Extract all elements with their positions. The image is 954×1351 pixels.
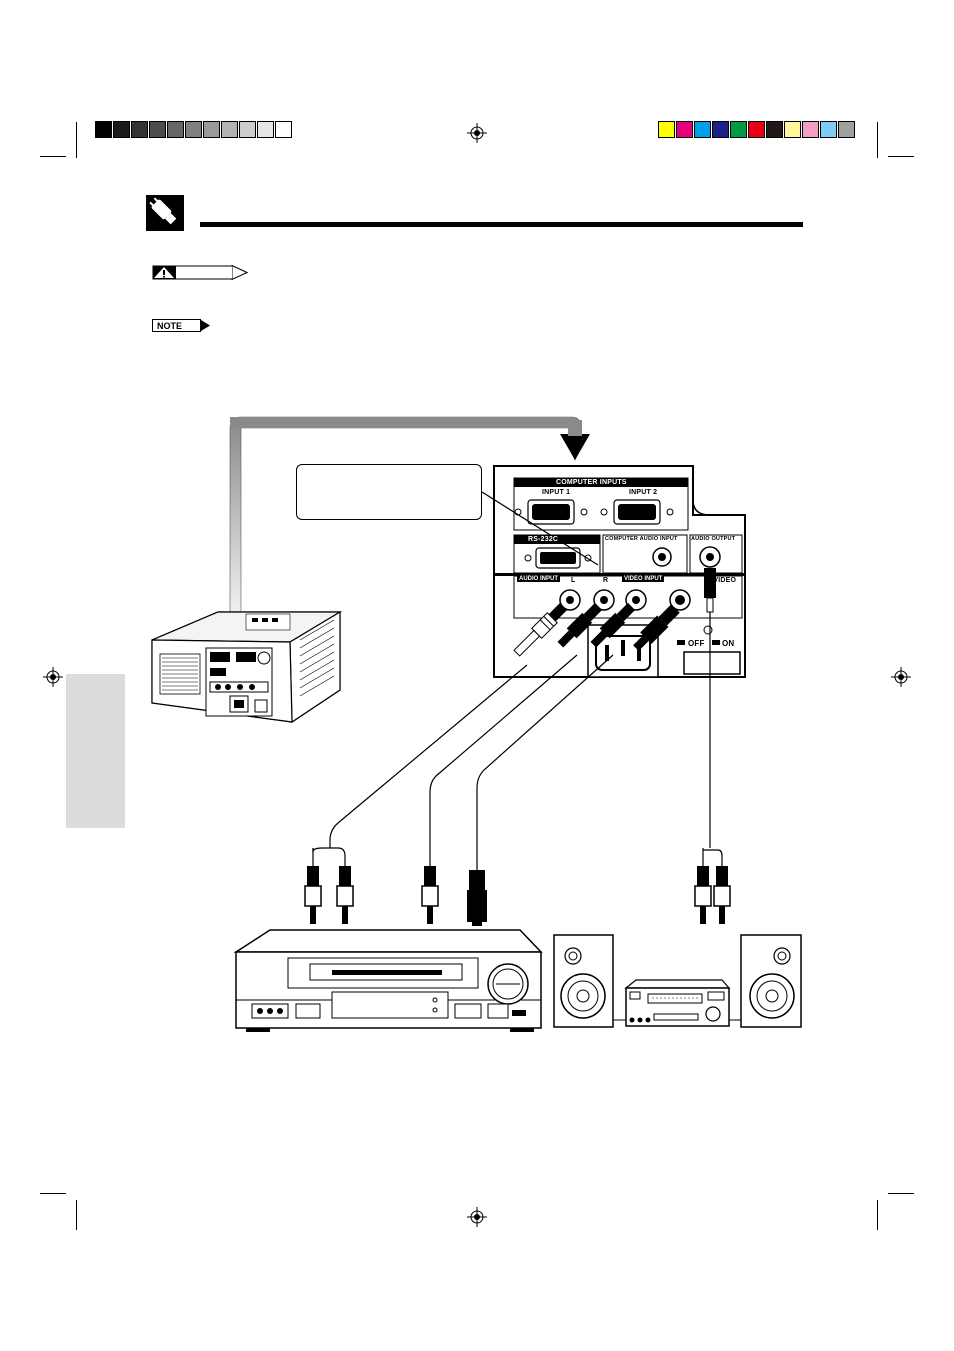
- video-input-label: VIDEO INPUT: [622, 576, 665, 582]
- s-video-plug: [467, 870, 487, 926]
- gray-swatch: [239, 121, 256, 138]
- color-swatch: [838, 121, 855, 138]
- gray-swatch: [113, 121, 130, 138]
- av-cable-plugs: [304, 866, 731, 926]
- callout-box: [296, 464, 482, 520]
- registration-target-icon: [891, 667, 911, 687]
- vcr-illustration: [233, 929, 543, 1032]
- power-switch[interactable]: [683, 651, 741, 675]
- computer-audio-input-label: COMPUTER AUDIO INPUT: [605, 536, 678, 542]
- crop-mark: [40, 1193, 66, 1194]
- registration-target-icon: [467, 1207, 487, 1227]
- gray-swatch: [149, 121, 166, 138]
- s-video-jack[interactable]: [669, 589, 691, 611]
- zoom-arrow: [229, 416, 590, 641]
- stereo-system-illustration: [553, 934, 802, 1028]
- audio-r-jack[interactable]: [593, 589, 615, 611]
- color-swatch: [712, 121, 729, 138]
- s-video-label: S-VIDEO: [706, 577, 737, 584]
- computer-inputs-header: [514, 478, 688, 487]
- audio-l-jack[interactable]: [559, 589, 581, 611]
- color-swatch: [784, 121, 801, 138]
- right-speaker: [740, 934, 802, 1028]
- crop-mark: [888, 1193, 914, 1194]
- audio-input-label: AUDIO INPUT: [517, 576, 560, 582]
- gray-swatch: [257, 121, 274, 138]
- gray-swatch: [185, 121, 202, 138]
- color-swatch: [748, 121, 765, 138]
- color-swatch: [766, 121, 783, 138]
- crop-mark: [76, 1200, 77, 1230]
- projector-illustration: [151, 610, 343, 724]
- off-label: OFF: [688, 639, 705, 648]
- audio-plug-r: [336, 866, 354, 924]
- left-speaker: [553, 934, 614, 1028]
- audio-plug-l: [304, 866, 322, 924]
- input1-label: INPUT 1: [542, 489, 571, 496]
- computer-audio-input-jack[interactable]: [652, 547, 672, 567]
- gray-swatch: [275, 121, 292, 138]
- crop-mark: [76, 122, 77, 158]
- cables: [312, 491, 723, 872]
- l-channel-label: L: [571, 577, 576, 584]
- warning-triangle-icon: [154, 267, 174, 278]
- input2-label: INPUT 2: [629, 489, 658, 496]
- video-input-jack[interactable]: [625, 589, 647, 611]
- rs232c-label: RS-232C: [528, 536, 559, 543]
- input1-port[interactable]: [514, 499, 588, 525]
- crop-mark: [40, 156, 66, 157]
- audio-output-label: AUDIO OUTPUT: [691, 536, 736, 542]
- audio-out-plug-l: [694, 866, 712, 924]
- color-swatch: [802, 121, 819, 138]
- caution-marker: [152, 265, 248, 281]
- gray-swatch: [203, 121, 220, 138]
- inserted-plugs: [513, 568, 716, 657]
- on-label: ON: [722, 639, 735, 648]
- audio-out-plug-r: [713, 866, 731, 924]
- color-swatch: [676, 121, 693, 138]
- color-swatch: [730, 121, 747, 138]
- plug-connection-icon: [146, 195, 184, 231]
- crop-mark: [877, 1200, 878, 1230]
- registration-target-icon: [43, 667, 63, 687]
- chapter-side-tab: [66, 674, 125, 828]
- gray-swatch: [95, 121, 112, 138]
- input2-port[interactable]: [600, 499, 674, 525]
- video-plug: [421, 866, 439, 924]
- color-swatch: [658, 121, 675, 138]
- crop-mark: [888, 156, 914, 157]
- r-channel-label: R: [603, 577, 609, 584]
- note-label: NOTE: [157, 321, 182, 331]
- section-title-rule: [200, 222, 803, 227]
- rs232c-port[interactable]: [524, 547, 592, 569]
- computer-inputs-label: COMPUTER INPUTS: [556, 479, 627, 486]
- amplifier: [624, 979, 731, 1027]
- color-swatch: [820, 121, 837, 138]
- color-swatch: [694, 121, 711, 138]
- gray-swatch: [131, 121, 148, 138]
- registration-target-icon: [467, 123, 487, 143]
- crop-mark: [877, 122, 878, 158]
- gray-swatch: [221, 121, 238, 138]
- note-marker: NOTE: [152, 319, 210, 332]
- audio-output-jack[interactable]: [699, 546, 721, 568]
- gray-swatch: [167, 121, 184, 138]
